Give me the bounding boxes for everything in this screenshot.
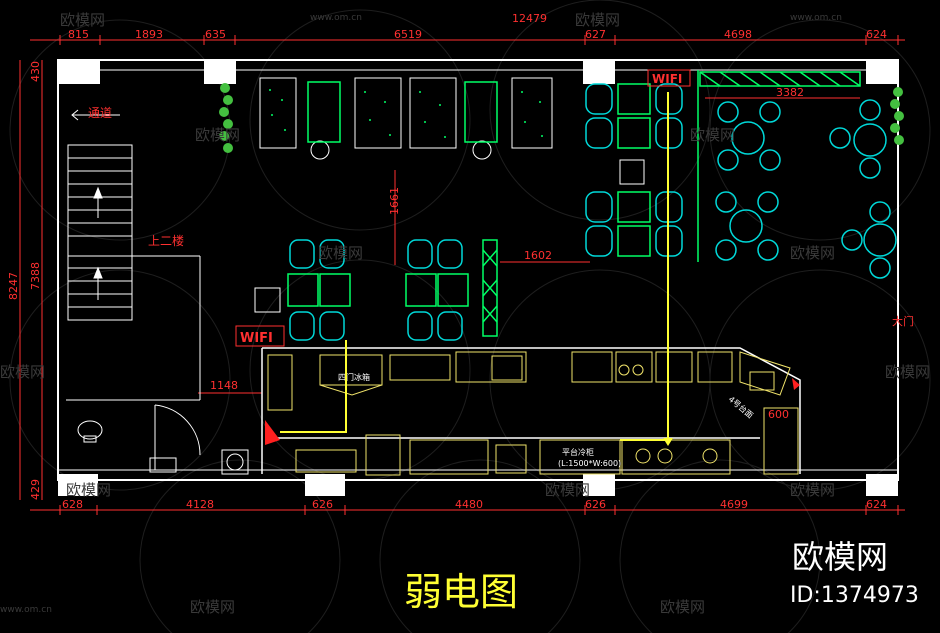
- svg-text:欧模网: 欧模网: [195, 126, 240, 144]
- dim-bottom-6: 4699: [720, 498, 748, 511]
- dim-bottom-3: 626: [312, 498, 333, 511]
- watermark-circles: [9, 0, 931, 633]
- page-title: 弱电图: [404, 570, 518, 614]
- wifi-box-top: [647, 69, 691, 87]
- restroom-fixtures: [77, 420, 249, 475]
- dim-bottom-7: 624: [866, 498, 887, 511]
- svg-text:欧模网: 欧模网: [690, 126, 735, 144]
- green-tables-top: [307, 81, 498, 143]
- svg-text:欧模网: 欧模网: [790, 481, 835, 499]
- dim-top-7: 624: [866, 28, 887, 41]
- dimension-lines: [19, 35, 905, 515]
- corridor-label: 通道: [88, 106, 112, 120]
- wifi-label-top: WIFI: [652, 72, 682, 86]
- dim-left-top: 430: [29, 61, 42, 82]
- wifi-label-kitchen: WIFI: [240, 331, 273, 346]
- dim-top-6: 4698: [724, 28, 752, 41]
- dim-top-4: 6519: [394, 28, 422, 41]
- cabinet-size-label: (L:1500*W:600): [558, 459, 621, 468]
- dim-top-3: 635: [205, 28, 226, 41]
- dim-inner-h1: 1602: [524, 249, 552, 262]
- svg-text:www.om.cn: www.om.cn: [790, 13, 842, 23]
- chairs-middle: [289, 239, 463, 341]
- brand-logo-text: 欧模网: [792, 538, 888, 576]
- svg-text:欧模网: 欧模网: [575, 11, 620, 29]
- svg-text:www.om.cn: www.om.cn: [0, 605, 52, 615]
- side-size-label: 600: [768, 408, 789, 421]
- booth-tables-top: [259, 77, 553, 160]
- svg-text:欧模网: 欧模网: [190, 598, 235, 616]
- chairs-right-booth: [585, 83, 683, 257]
- dim-bottom-5: 626: [585, 498, 606, 511]
- upstairs-label: 上二楼: [148, 233, 184, 248]
- walls: [57, 59, 899, 481]
- svg-text:欧模网: 欧模网: [660, 598, 705, 616]
- kitchen-equipment[interactable]: [267, 351, 799, 476]
- staircase: [66, 109, 201, 470]
- dim-top-total: 12479: [512, 12, 547, 25]
- round-tables-right: [715, 99, 897, 279]
- dim-top-5: 627: [585, 28, 606, 41]
- wifi-node-kitchen: [663, 438, 673, 446]
- columns: [58, 60, 898, 496]
- red-marker-2: [792, 378, 800, 390]
- svg-text:www.om.cn: www.om.cn: [310, 13, 362, 23]
- dim-left-total: 8247: [7, 272, 20, 300]
- partition-right: [697, 70, 861, 262]
- side-table-label: 4号台面: [727, 394, 756, 420]
- booth-dots: [269, 89, 543, 138]
- brand-id: ID:1374973: [790, 583, 919, 608]
- tables-right-booth: [617, 83, 651, 257]
- dim-bottom-2: 4128: [186, 498, 214, 511]
- dim-inner-top-right: 3382: [776, 86, 804, 99]
- svg-text:欧模网: 欧模网: [545, 481, 590, 499]
- dim-bottom-1: 628: [62, 498, 83, 511]
- svg-text:欧模网: 欧模网: [318, 244, 363, 262]
- main-door-label: 大门: [892, 314, 914, 328]
- svg-text:欧模网: 欧模网: [66, 481, 111, 499]
- pillar-small: [254, 287, 281, 313]
- plants-left: [219, 83, 233, 153]
- dim-bottom-4: 4480: [455, 498, 483, 511]
- dim-left-inner: 7388: [29, 262, 42, 290]
- pillar-right: [619, 159, 645, 185]
- dim-inner-h2: 1148: [210, 379, 238, 392]
- kitchen-walls: [261, 347, 801, 474]
- svg-text:欧模网: 欧模网: [60, 11, 105, 29]
- dim-left-bottom: 429: [29, 479, 42, 500]
- dim-inner-v: 1661: [388, 187, 401, 215]
- svg-text:欧模网: 欧模网: [790, 244, 835, 262]
- dim-top-1: 815: [68, 28, 89, 41]
- fridge-label: 四门冰箱: [338, 372, 370, 382]
- wifi-box-kitchen: [235, 325, 285, 347]
- cabinet-label: 平台冷柜: [562, 447, 594, 457]
- dim-top-2: 1893: [135, 28, 163, 41]
- svg-text:欧模网: 欧模网: [0, 363, 45, 381]
- plants-right: [890, 87, 904, 145]
- red-marker: [265, 420, 280, 445]
- tables-middle: [287, 239, 498, 337]
- svg-text:欧模网: 欧模网: [885, 363, 930, 381]
- watermark-text: 欧模网 www.om.cn 欧模网 www.om.cn 欧模网 欧模网 欧模网 …: [0, 11, 930, 616]
